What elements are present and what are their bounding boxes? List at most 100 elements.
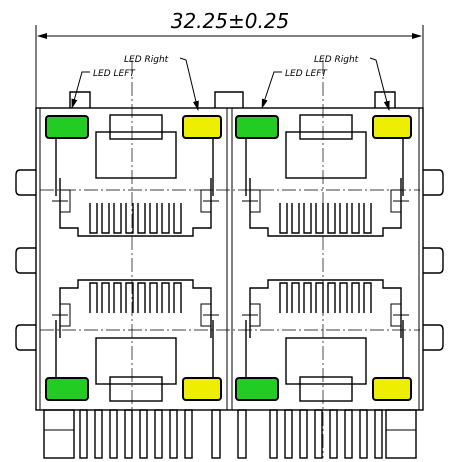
led-left-indicator — [45, 377, 89, 401]
led-left-indicator — [235, 377, 279, 401]
contact-finger — [351, 282, 360, 313]
latch-cavity — [95, 131, 177, 179]
mid-pin — [237, 409, 247, 459]
center-lines — [40, 60, 420, 458]
dimension-label: 32.25±0.25 — [171, 9, 290, 33]
contact-finger — [101, 203, 110, 234]
solder-pin — [184, 409, 193, 459]
latch-tab — [299, 114, 353, 140]
latch-tab — [109, 114, 163, 140]
solder-pin — [299, 409, 308, 459]
contact-finger — [279, 282, 288, 313]
led-left-label: LED LEFT — [93, 69, 136, 79]
leader-line — [71, 71, 90, 109]
port-opening — [59, 279, 212, 338]
contact-finger — [315, 282, 324, 313]
contact-finger — [101, 282, 110, 313]
shield-spring — [423, 247, 444, 274]
contact-finger — [173, 203, 182, 234]
solder-pin — [284, 409, 293, 459]
top-tab — [214, 91, 244, 108]
led-left-indicator — [45, 115, 89, 139]
latch-tab — [299, 376, 353, 402]
contact-finger — [89, 203, 98, 234]
led-right-indicator — [372, 377, 412, 401]
contact-finger — [339, 203, 348, 234]
contact-finger — [137, 282, 146, 313]
shield-spring — [15, 247, 36, 274]
contact-finger — [113, 203, 122, 234]
port-opening — [249, 279, 402, 338]
port — [45, 114, 222, 237]
contact-finger — [327, 203, 336, 234]
top-tab — [69, 91, 91, 108]
solder-pin — [359, 409, 368, 459]
ports — [45, 114, 412, 402]
contact-finger — [279, 203, 288, 234]
connector-body — [15, 91, 444, 411]
contact-finger — [149, 282, 158, 313]
contact-finger — [315, 203, 324, 234]
latch-tab — [109, 376, 163, 402]
port — [45, 279, 222, 402]
shield-spring — [423, 324, 444, 351]
leader-line — [369, 57, 390, 111]
contact-finger — [303, 282, 312, 313]
led-right-label: LED Right — [314, 55, 359, 65]
contact-finger — [161, 282, 170, 313]
contact-finger — [173, 282, 182, 313]
latch-cavity — [285, 131, 367, 179]
led-right-indicator — [182, 377, 222, 401]
top-tab — [374, 91, 396, 108]
solder-pin — [374, 409, 383, 459]
contact-finger — [125, 282, 134, 313]
contact-finger — [125, 203, 134, 234]
mid-pin — [211, 409, 221, 459]
contact-finger — [291, 282, 300, 313]
led-right-indicator — [182, 115, 222, 139]
port-opening — [59, 178, 212, 237]
shield-spring — [15, 169, 36, 196]
contact-finger — [339, 282, 348, 313]
contact-finger — [161, 203, 170, 234]
solder-pin — [169, 409, 178, 459]
dimension-annotation: 32.25±0.25 — [35, 9, 424, 108]
solder-pin — [269, 409, 278, 459]
led-left-indicator — [235, 115, 279, 139]
contact-finger — [113, 282, 122, 313]
solder-pin — [314, 409, 323, 459]
contact-finger — [137, 203, 146, 234]
contact-finger — [303, 203, 312, 234]
latch-cavity — [95, 337, 177, 385]
contact-finger — [291, 203, 300, 234]
leader-line — [261, 71, 282, 109]
bottom-pins — [43, 409, 417, 459]
solder-pin — [329, 409, 338, 459]
shield-leg-left — [43, 409, 75, 459]
solder-pin — [344, 409, 353, 459]
solder-pin — [154, 409, 163, 459]
shield-leg-right — [385, 409, 417, 459]
housing-outline — [35, 107, 424, 411]
contact-finger — [351, 203, 360, 234]
port — [235, 279, 412, 402]
solder-pin — [94, 409, 103, 459]
led-right-label: LED Right — [124, 55, 169, 65]
latch-cavity — [285, 337, 367, 385]
solder-pin — [79, 409, 88, 459]
port-opening — [249, 178, 402, 237]
led-left-label: LED LEFT — [285, 69, 328, 79]
solder-pin — [124, 409, 133, 459]
solder-pin — [139, 409, 148, 459]
contact-finger — [363, 282, 372, 313]
contact-finger — [327, 282, 336, 313]
leader-line — [179, 57, 199, 111]
contact-finger — [363, 203, 372, 234]
contact-finger — [149, 203, 158, 234]
shield-spring — [423, 169, 444, 196]
shield-spring — [15, 324, 36, 351]
port — [235, 114, 412, 237]
contact-finger — [89, 282, 98, 313]
